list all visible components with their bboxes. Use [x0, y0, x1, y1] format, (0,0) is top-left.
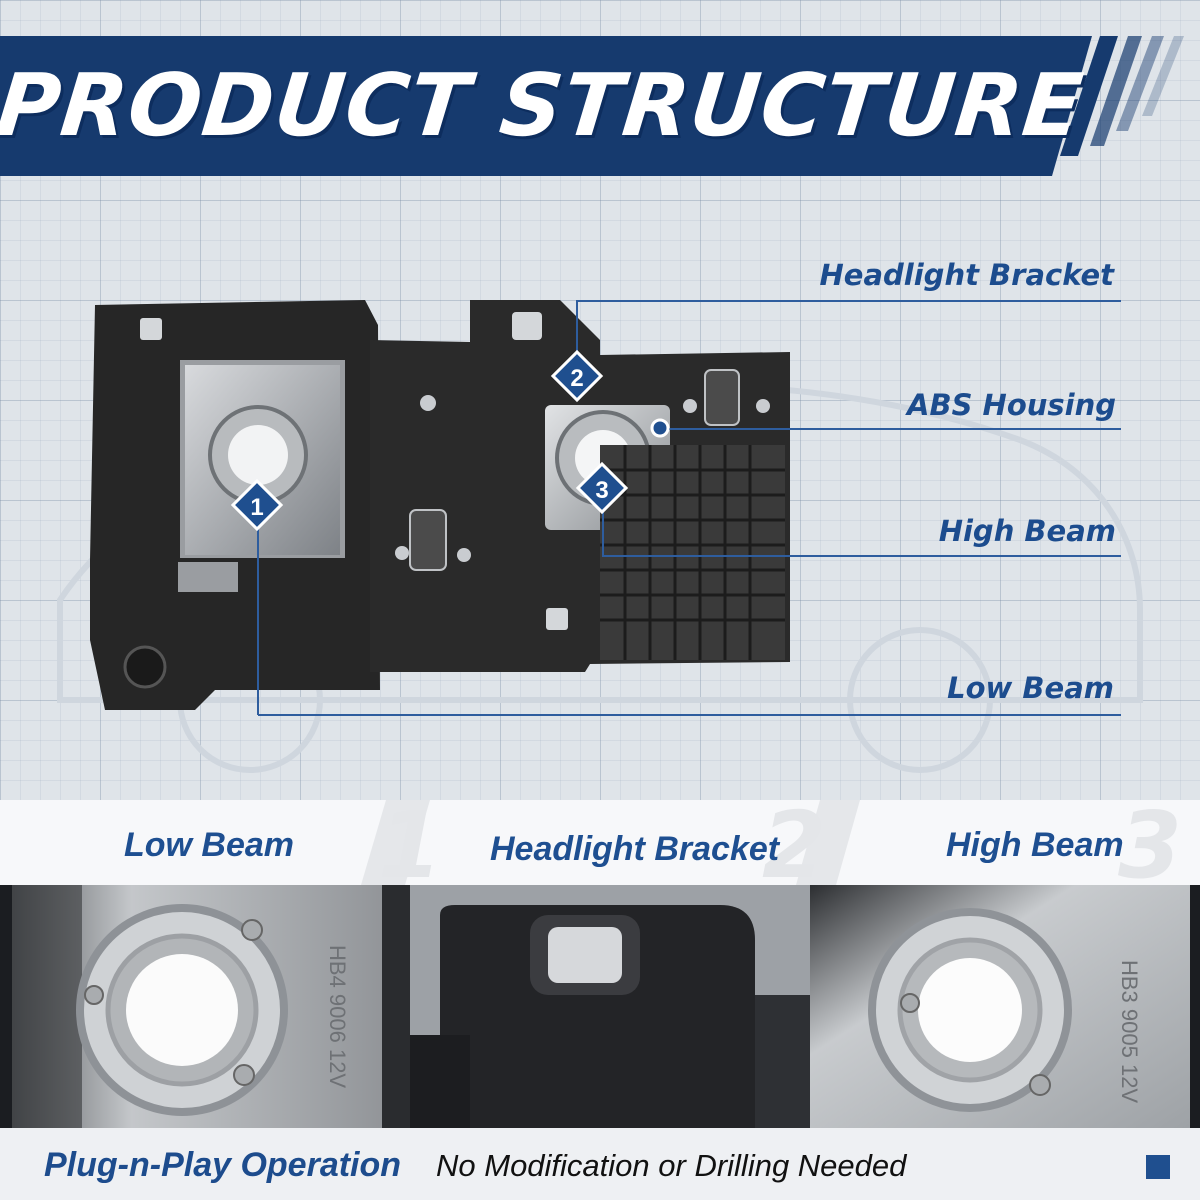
leader-line-headlight-bracket-vert: [576, 300, 578, 352]
headlight-bracket-closeup-image: [410, 885, 810, 1128]
callout-low-beam: Low Beam: [947, 671, 1114, 705]
closeup-photos: HB4 9006 12V HB3 9005 12V: [0, 885, 1200, 1128]
callout-headlight-bracket: Headlight Bracket: [819, 258, 1114, 292]
marker-3: [575, 461, 629, 515]
callout-markers: 2 3 1: [230, 349, 670, 532]
high-beam-bulb-marking: HB3 9005 12V: [1117, 960, 1142, 1103]
marker-abs-housing-dot: [650, 418, 670, 438]
footer-bar: [0, 1128, 1200, 1200]
marker-2: [550, 349, 604, 403]
page-title: PRODUCT STRUCTURE: [0, 56, 1089, 156]
leader-line-high-beam: [602, 555, 1121, 557]
leader-line-low-beam-vert: [257, 525, 259, 715]
strip-label-high-beam: High Beam: [946, 826, 1124, 864]
callout-high-beam: High Beam: [938, 514, 1116, 548]
strip-number-2: 2: [762, 792, 827, 899]
leader-line-headlight-bracket: [577, 300, 1121, 302]
leader-line-abs-housing: [660, 428, 1121, 430]
strip-number-1: 1: [378, 792, 443, 899]
strip-label-low-beam: Low Beam: [124, 826, 295, 864]
high-beam-closeup-image: HB3 9005 12V: [810, 885, 1190, 1128]
strip-label-headlight-bracket: Headlight Bracket: [490, 830, 780, 868]
low-beam-closeup-image: HB4 9006 12V: [12, 885, 410, 1128]
callout-abs-housing: ABS Housing: [907, 388, 1116, 422]
strip-dividers: [361, 800, 860, 885]
footer-feature-title: Plug-n-Play Operation: [44, 1146, 402, 1184]
leader-line-high-beam-vert: [602, 510, 604, 556]
footer-square-icon: [1146, 1155, 1170, 1179]
marker-3-number: 3: [595, 477, 608, 504]
photo-low-beam: HB4 9006 12V: [12, 885, 410, 1128]
footer-feature-description: No Modification or Drilling Needed: [436, 1148, 907, 1183]
marker-1-number: 1: [250, 494, 263, 521]
marker-2-number: 2: [570, 365, 583, 392]
photo-headlight-bracket: [410, 885, 810, 1128]
title-banner: [0, 36, 1184, 176]
marker-1: [230, 478, 284, 532]
leader-line-low-beam: [258, 714, 1121, 716]
photo-high-beam: HB3 9005 12V: [810, 885, 1190, 1128]
feature-label-strip: [0, 800, 1200, 885]
low-beam-bulb-marking: HB4 9006 12V: [325, 945, 350, 1088]
strip-number-3: 3: [1118, 792, 1183, 899]
